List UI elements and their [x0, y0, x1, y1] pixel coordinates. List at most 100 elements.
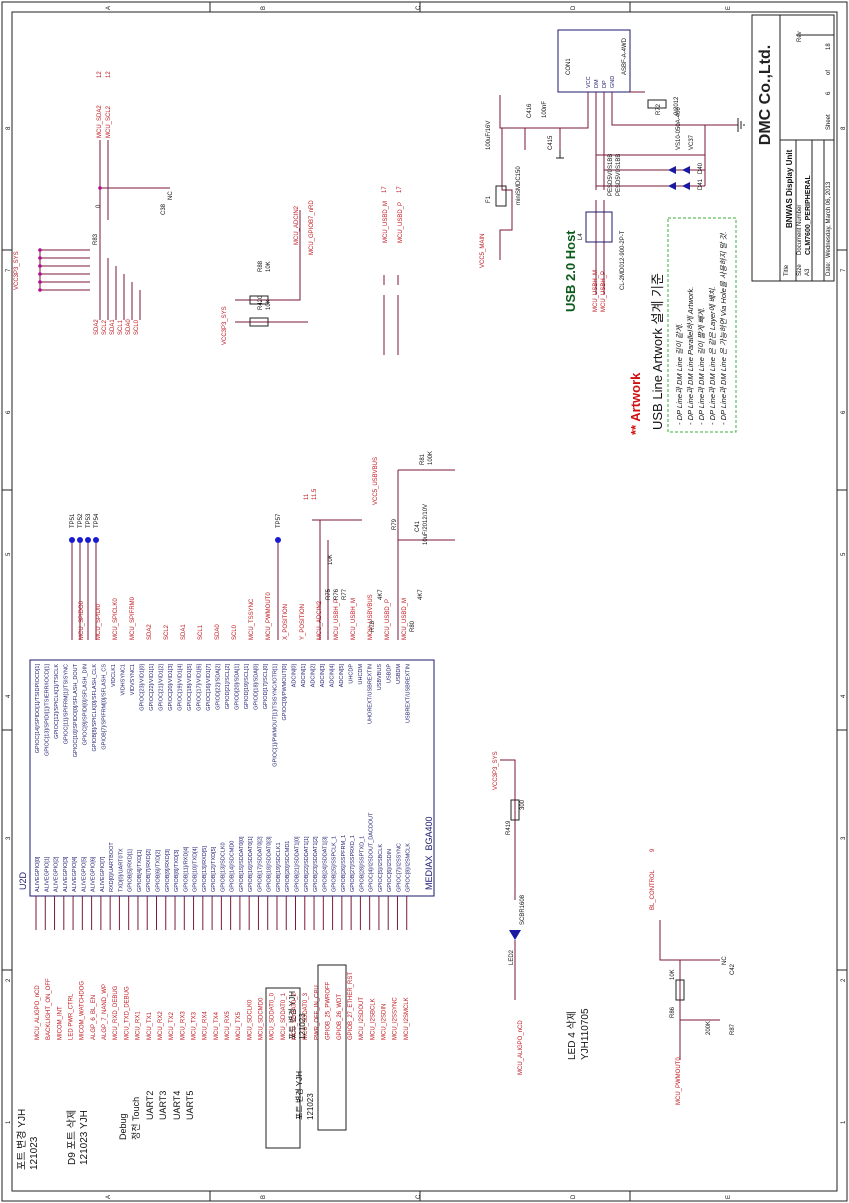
left-net-label: ALGP_7_NAND_WP — [102, 984, 108, 1040]
i2c-page-ref-2: 12 — [106, 71, 112, 78]
pwm-net: MCU_PWMOUT0 — [676, 1057, 682, 1105]
usb-connector — [557, 29, 631, 93]
left-pin-label: ALIVEGPIO[2] — [54, 856, 60, 892]
left-pin-label: GPIOB[26]/SSPFRM_1 — [341, 835, 347, 892]
left-pin-label: GPIOB[15]/SDDAT0[0] — [239, 836, 245, 892]
right-pin-label: VIDCLK1 — [111, 664, 117, 687]
right-net-label: MCU_SPIFRM0 — [130, 596, 136, 640]
i2c-bus-sda2: SDA2 — [94, 319, 100, 335]
right-net-label: MCU_SPIDI0 — [96, 603, 102, 640]
left-net-label: MCU_RXD_DEBUG — [113, 985, 119, 1040]
port-change-1: 포트 변경 YJH — [15, 1109, 28, 1170]
border-row-top: E — [726, 6, 732, 10]
right-pin-label: GPIOC[17]/VID1[6] — [197, 664, 203, 711]
border-col-right: 6 — [841, 410, 847, 414]
left-pin-label: GPIOB[28]/SSPTXD_1 — [359, 836, 365, 892]
border-row-bottom: D — [571, 1194, 577, 1199]
c38-val: NC — [168, 191, 174, 200]
port-change-box-2 — [317, 964, 347, 1131]
usb-pin-vcc: VCC — [586, 76, 592, 88]
r80-ref: R80 — [410, 620, 416, 632]
right-net-label: MCU_USBH_M — [351, 598, 357, 640]
right-net-label: SDA1 — [181, 624, 187, 640]
usbd-p-net: MCU_USBD_P — [398, 202, 404, 243]
doc-value: CLM7600_PERIPHERAL — [805, 175, 812, 255]
right-pin-label: GPIOC[23]/VID1[0] — [140, 664, 146, 711]
r78-val: 4K7 — [378, 589, 384, 600]
left-net-label: MCU_SDDAT0_0 — [270, 992, 276, 1040]
border-col-left: 7 — [6, 268, 12, 272]
right-net-label: MCU_TSSYNC — [249, 598, 255, 640]
right-net-label: MCU_SPICLK0 — [113, 598, 119, 640]
r420-ref: R420 — [258, 295, 264, 310]
gpio-net-adcin2: MCU_ADCIN2 — [294, 205, 300, 245]
gpio-pullup-block: VCC3P3_SYS R88 10K R420 10K MCU_ADCIN2 M… — [222, 200, 315, 345]
artwork-heading: USB Line Artwork 설계 기준 — [650, 273, 665, 430]
right-pin-label: UHCDM — [358, 664, 364, 685]
usb-pin-dm: DM — [594, 79, 600, 88]
right-net-label: SDA2 — [147, 624, 153, 640]
alg-net: MCU_ALIGPO_nCD — [518, 1020, 524, 1075]
right-pin-label: GPIOD[21]/SCL[2] — [225, 664, 231, 710]
sheet-label: Sheet — [826, 114, 832, 130]
c415-val: 100uF/16V — [486, 121, 492, 150]
artwork-marker: ** Artwork — [628, 372, 643, 435]
left-pin-label: GPIOB[23]/SDDAT1[2] — [313, 836, 319, 892]
artwork-rule-5: - DP Line과 DM Line 은 가능하면 Via Hole을 사용하지… — [719, 232, 728, 426]
right-pin-label: UHCDP — [349, 664, 355, 684]
right-pin-label: GPIOD[19]/SCL[1] — [244, 664, 250, 710]
port-change-1-date: 121023 — [29, 1136, 40, 1170]
left-net-label: MCU_RX2 — [158, 1011, 164, 1040]
left-pin-label: GPIOB[16]/SDDAT0[1] — [248, 836, 254, 892]
usbd-ref-1: 17 — [382, 186, 388, 193]
sheet-value: 6 — [826, 91, 832, 95]
r76-ref: R76 — [334, 588, 340, 600]
choke-l4 — [585, 211, 613, 243]
border-row-top: B — [261, 6, 267, 10]
usb-pin-dp: DP — [602, 80, 608, 88]
c42-ref: C42 — [730, 963, 736, 975]
led-note: LED 4 삭제 — [566, 1011, 578, 1060]
tp57: TP57 — [276, 513, 282, 528]
border-row-bottom: B — [261, 1195, 267, 1199]
left-net-label: GPIOB_27_ETHER_RST — [348, 972, 354, 1040]
left-net-label: MCU_I2SBCLK — [370, 998, 376, 1040]
pos-r-val: 10K — [328, 554, 334, 565]
right-pin-label: GPIOC[13]/SPIDI[1]/TSIERR/IOCD[1] — [45, 664, 51, 756]
border-row-bottom: A — [106, 1195, 112, 1199]
i2c-pullup-block: VCC3P3_SYS R83 SDA2 SCL2 SDA1 SCL1 SDA0 … — [14, 71, 174, 335]
usb-device-block: MCU_USBD_M MCU_USBD_P 17 17 VCC5_USBVBUS… — [304, 186, 455, 640]
left-pin-label: GPIOB[25]/SSPCLK_1 — [332, 836, 338, 892]
doc-label: Document Number — [797, 205, 803, 255]
r88-resistor — [249, 295, 269, 305]
left-net-label: MCU_SDDAT0_2 — [292, 992, 298, 1040]
tp54: TP54 — [94, 513, 100, 528]
right-net-label: MCU_ADCIN2 — [317, 600, 323, 640]
total-value: 18 — [826, 43, 832, 50]
left-pin-label: GPIOB[19]/SDCLK1 — [276, 842, 282, 892]
tp53: TP53 — [86, 513, 92, 528]
usb-connector-part: ASBF-A-4WD — [622, 37, 628, 75]
title-label: Title — [784, 264, 790, 276]
right-pin-label: VIDVSYNC1 — [130, 664, 136, 695]
right-net-label: MCU_PWMOUT0 — [266, 592, 272, 640]
main-ic-ref: U2D — [18, 871, 28, 890]
led-vcc-net: VCC3P3_SYS — [493, 751, 499, 790]
right-net-label: SCL1 — [198, 624, 204, 640]
left-net-label: MCU_I2SDOUT — [359, 997, 365, 1040]
right-pin-label: ADCIN[1] — [301, 664, 307, 688]
left-net-label: MCU_I2SMCLK — [404, 997, 410, 1040]
r77-ref: R77 — [342, 588, 348, 600]
annotations: 포트 변경 YJH 121023 D9 포트 삭제 121023 YJH Deb… — [15, 964, 347, 1170]
testpoints: TP51 TP52 TP53 TP54 TP57 — [69, 513, 282, 640]
left-net-label: GPIOB_26_WDT — [337, 994, 343, 1040]
border-row-bottom: E — [726, 1195, 732, 1199]
left-net-label: MICOM_WATCHDOG — [80, 981, 86, 1040]
r89-val: 0 — [96, 204, 102, 208]
size-value: A3 — [805, 268, 811, 276]
r87-val: 200K — [706, 1021, 712, 1035]
left-pin-label: GPIOB[5]/RXD[1] — [128, 849, 134, 892]
fuse-f1 — [495, 185, 507, 207]
border-col-right: 5 — [841, 552, 847, 556]
